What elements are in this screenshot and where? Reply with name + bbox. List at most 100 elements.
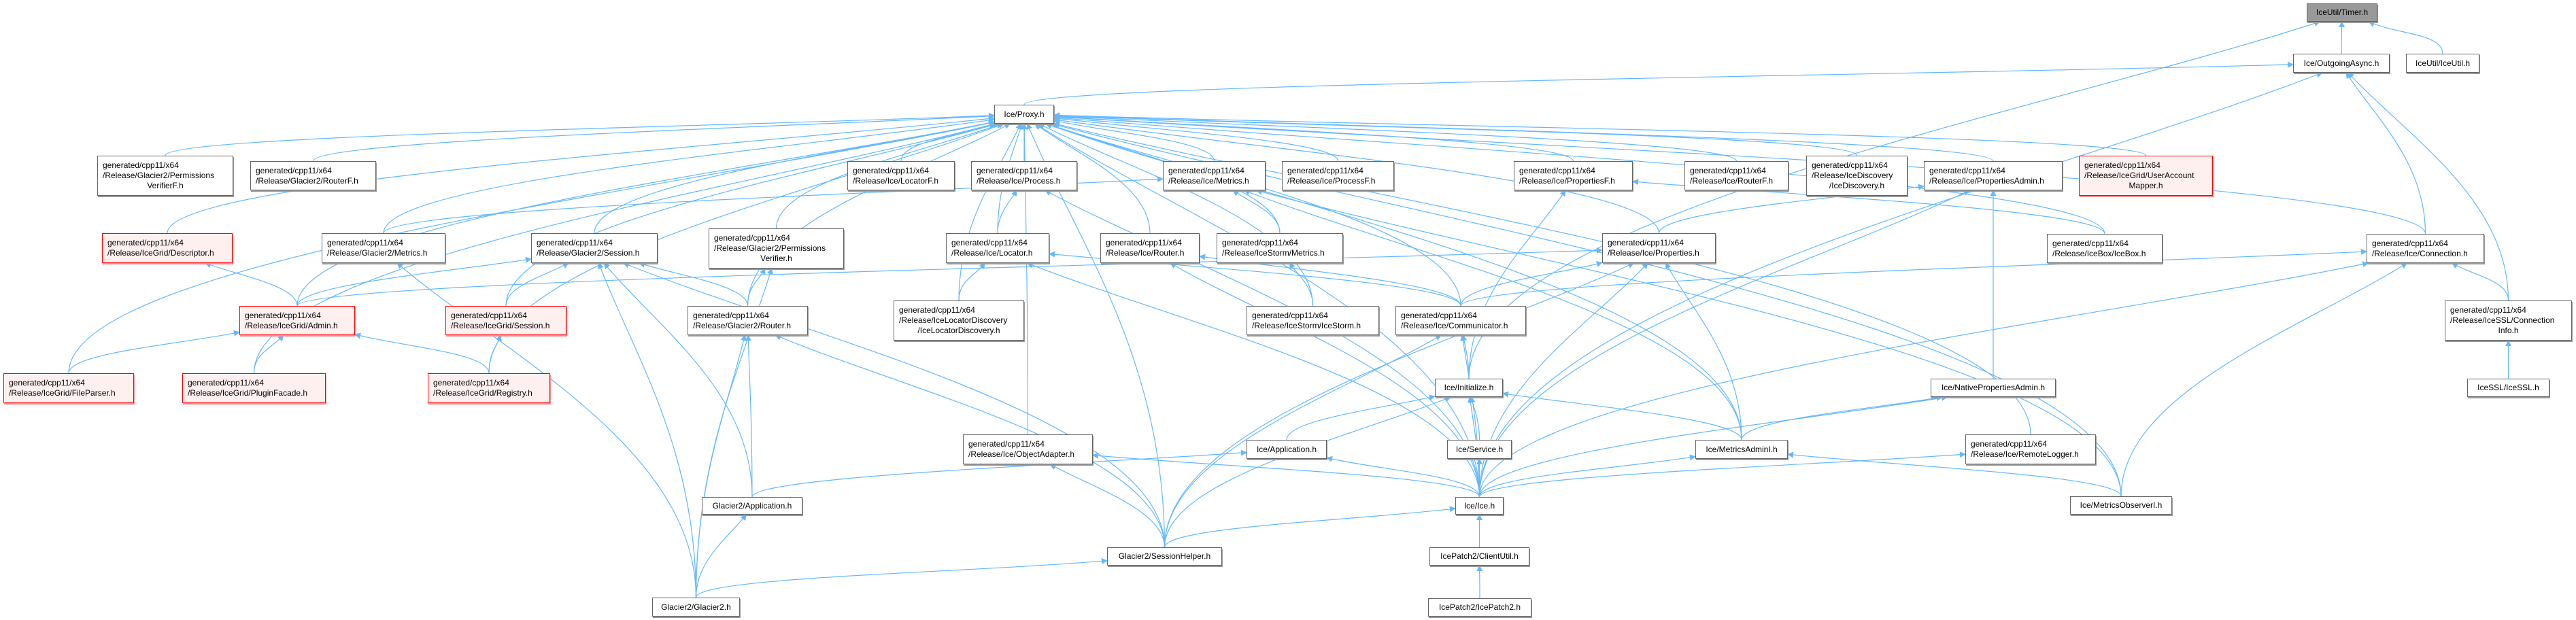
node-communicator[interactable]: generated/cpp11/x64/Release/Ice/Communic…: [1395, 306, 1526, 335]
node-igsession[interactable]: generated/cpp11/x64/Release/IceGrid/Sess…: [445, 306, 566, 335]
node-iceutil[interactable]: IceUtil/IceUtil.h: [2406, 54, 2479, 73]
node-metricsadmin[interactable]: Ice/MetricsAdminI.h: [1695, 440, 1788, 459]
edge-pluginfacade-to-admin: [253, 334, 284, 374]
node-label-line: generated/cpp11/x64: [2084, 160, 2160, 170]
edge-communicator-to-proxy: [1046, 122, 1461, 307]
edge-glacier2-to-g2metrics: [396, 262, 697, 598]
node-label-line: IceSSL/IceSSL.h: [2477, 383, 2539, 392]
edge-g2app-to-application: [751, 449, 1247, 498]
node-icebox[interactable]: generated/cpp11/x64/Release/IceBox/IceBo…: [2047, 234, 2163, 263]
node-icessl[interactable]: IceSSL/IceSSL.h: [2467, 379, 2549, 397]
node-pluginfacade[interactable]: generated/cpp11/x64/Release/IceGrid/Plug…: [182, 373, 326, 403]
node-label-line: /Release/Ice/PropertiesAdmin.h: [1929, 175, 2044, 186]
node-locator[interactable]: generated/cpp11/x64/Release/Ice/Locator.…: [946, 233, 1049, 263]
node-label-line: generated/cpp11/x64: [537, 238, 613, 247]
edge-properties-to-proxy: [1053, 117, 1660, 234]
node-label-line: /Release/IceSSL/Connection: [2450, 315, 2555, 325]
node-objadapter[interactable]: generated/cpp11/x64/Release/Ice/ObjectAd…: [963, 434, 1093, 464]
node-clientutil[interactable]: IcePatch2/ClientUtil.h: [1429, 547, 1529, 566]
node-icediscovery[interactable]: generated/cpp11/x64/Release/IceDiscovery…: [1806, 156, 1908, 196]
node-label-line: /Release/IceGrid/PluginFacade.h: [188, 388, 308, 398]
node-g2routerf[interactable]: generated/cpp11/x64/Release/Glacier2/Rou…: [250, 161, 376, 190]
node-icepatch2[interactable]: IcePatch2/IcePatch2.h: [1428, 598, 1531, 617]
node-g2session[interactable]: generated/cpp11/x64/Release/Glacier2/Ses…: [531, 233, 658, 263]
node-nativepa[interactable]: Ice/NativePropertiesAdmin.h: [1931, 379, 2056, 397]
edge-metricsadmin-to-nativepa: [1741, 394, 1943, 441]
node-properties[interactable]: generated/cpp11/x64/Release/Ice/Properti…: [1602, 233, 1716, 263]
node-propertiesf[interactable]: generated/cpp11/x64/Release/Ice/Properti…: [1514, 161, 1633, 190]
node-ismetrics[interactable]: generated/cpp11/x64/Release/IceStorm/Met…: [1217, 233, 1343, 263]
edge-connection-to-proxy: [1053, 114, 2426, 235]
edge-g2app-to-g2router: [745, 334, 753, 498]
node-propadmin[interactable]: generated/cpp11/x64/Release/Ice/Properti…: [1924, 161, 2063, 190]
node-label-line: generated/cpp11/x64: [977, 165, 1053, 175]
node-label-line: IcePatch2/ClientUtil.h: [1440, 551, 1519, 561]
node-label-line: /IceDiscovery.h: [1829, 181, 1885, 190]
node-label-line: /Release/IceGrid/Registry.h: [433, 388, 532, 398]
edge-g2app-to-g2session: [603, 262, 753, 498]
node-label-line: generated/cpp11/x64: [853, 165, 929, 175]
node-glacier2[interactable]: Glacier2/Glacier2.h: [652, 598, 740, 617]
edge-locatorf-to-proxy: [900, 122, 996, 162]
node-g2pvf[interactable]: generated/cpp11/x64/Release/Glacier2/Per…: [97, 156, 233, 196]
node-fileparser[interactable]: generated/cpp11/x64/Release/IceGrid/File…: [3, 373, 134, 403]
node-label-line: /Release/Ice/Communicator.h: [1401, 320, 1508, 330]
edge-ismetrics-to-metrics: [1232, 190, 1281, 234]
edge-conninfo-to-outgoing: [2348, 72, 2509, 301]
node-label-line: Ice/NativePropertiesAdmin.h: [1941, 383, 2046, 392]
edge-ice-to-metricsadmin: [1478, 454, 1696, 498]
node-label-line: /Release/Ice/Metrics.h: [1168, 175, 1249, 186]
edge-metricsadmin-to-metrics: [1243, 189, 1742, 441]
node-sessionhelper[interactable]: Glacier2/SessionHelper.h: [1107, 547, 1222, 566]
node-g2app[interactable]: Glacier2/Application.h: [702, 497, 802, 515]
node-label-line: /Release/IceGrid/Session.h: [451, 320, 550, 330]
node-proxy[interactable]: Ice/Proxy.h: [994, 105, 1054, 124]
node-routerf[interactable]: generated/cpp11/x64/Release/Ice/RouterF.…: [1684, 161, 1789, 190]
node-label-line: generated/cpp11/x64: [1106, 238, 1182, 247]
node-ice[interactable]: Ice/Ice.h: [1455, 497, 1504, 515]
node-application[interactable]: Ice/Application.h: [1247, 440, 1327, 459]
node-label-line: generated/cpp11/x64: [2052, 238, 2129, 248]
edge-propertiesf-to-proxy: [1053, 114, 1574, 162]
node-g2router[interactable]: generated/cpp11/x64/Release/Glacier2/Rou…: [688, 306, 808, 335]
node-conninfo[interactable]: generated/cpp11/x64/Release/IceSSL/Conne…: [2445, 300, 2572, 341]
edge-processf-to-proxy: [1053, 116, 1339, 162]
node-metricsobs[interactable]: Ice/MetricsObserverI.h: [2070, 496, 2172, 515]
node-metrics[interactable]: generated/cpp11/x64/Release/Ice/Metrics.…: [1163, 161, 1266, 190]
node-label-line: generated/cpp11/x64: [1608, 238, 1684, 247]
edge-sessionhelper-to-g2router: [775, 334, 1166, 548]
node-uam[interactable]: generated/cpp11/x64/Release/IceGrid/User…: [2079, 156, 2213, 196]
node-remotelogger[interactable]: generated/cpp11/x64/Release/Ice/RemoteLo…: [1965, 434, 2096, 464]
edge-ice-to-application: [1326, 455, 1480, 498]
node-label-line: Ice/Ice.h: [1463, 500, 1495, 511]
edge-outgoing-to-timer: [2339, 21, 2345, 54]
node-locatorf[interactable]: generated/cpp11/x64/Release/Ice/LocatorF…: [847, 161, 955, 190]
node-label-line: /Release/IceGrid/Admin.h: [245, 320, 338, 330]
node-label-line: /Release/Ice/RemoteLogger.h: [1971, 449, 2079, 459]
node-outgoing[interactable]: Ice/OutgoingAsync.h: [2293, 54, 2390, 73]
node-service[interactable]: Ice/Service.h: [1447, 440, 1512, 459]
edge-iceutil-to-timer: [2368, 21, 2443, 54]
node-g2metrics[interactable]: generated/cpp11/x64/Release/Glacier2/Met…: [322, 233, 445, 263]
node-initialize[interactable]: Ice/Initialize.h: [1435, 379, 1503, 397]
node-label-line: /Release/Glacier2/Metrics.h: [327, 248, 428, 258]
node-icestorm[interactable]: generated/cpp11/x64/Release/IceStorm/Ice…: [1247, 306, 1379, 335]
node-router[interactable]: generated/cpp11/x64/Release/Ice/Router.h: [1100, 233, 1200, 263]
node-process[interactable]: generated/cpp11/x64/Release/Ice/Process.…: [971, 161, 1077, 190]
node-label-line: /Release/IceBox/IceBox.h: [2052, 248, 2146, 258]
node-processf[interactable]: generated/cpp11/x64/Release/Ice/ProcessF…: [1282, 161, 1394, 190]
node-label-line: Info.h: [2498, 326, 2519, 335]
node-label-line: Ice/MetricsAdminI.h: [1706, 444, 1778, 454]
node-locdisc[interactable]: generated/cpp11/x64/Release/IceLocatorDi…: [894, 300, 1024, 341]
node-descriptor[interactable]: generated/cpp11/x64/Release/IceGrid/Desc…: [102, 233, 233, 263]
node-admin[interactable]: generated/cpp11/x64/Release/IceGrid/Admi…: [239, 306, 355, 335]
node-label-line: /Release/Ice/Connection.h: [2372, 248, 2468, 258]
edge-ice-to-properties: [1478, 262, 1648, 498]
node-connection[interactable]: generated/cpp11/x64/Release/Ice/Connecti…: [2367, 234, 2484, 263]
node-g2pv[interactable]: generated/cpp11/x64/Release/Glacier2/Per…: [709, 228, 844, 269]
node-label-line: /Release/Ice/LocatorF.h: [853, 175, 939, 186]
node-label-line: generated/cpp11/x64: [693, 310, 769, 320]
edge-metricsadmin-to-initialize: [1502, 391, 1742, 441]
node-registry[interactable]: generated/cpp11/x64/Release/IceGrid/Regi…: [428, 373, 550, 403]
edge-registry-to-igsession: [488, 334, 502, 374]
